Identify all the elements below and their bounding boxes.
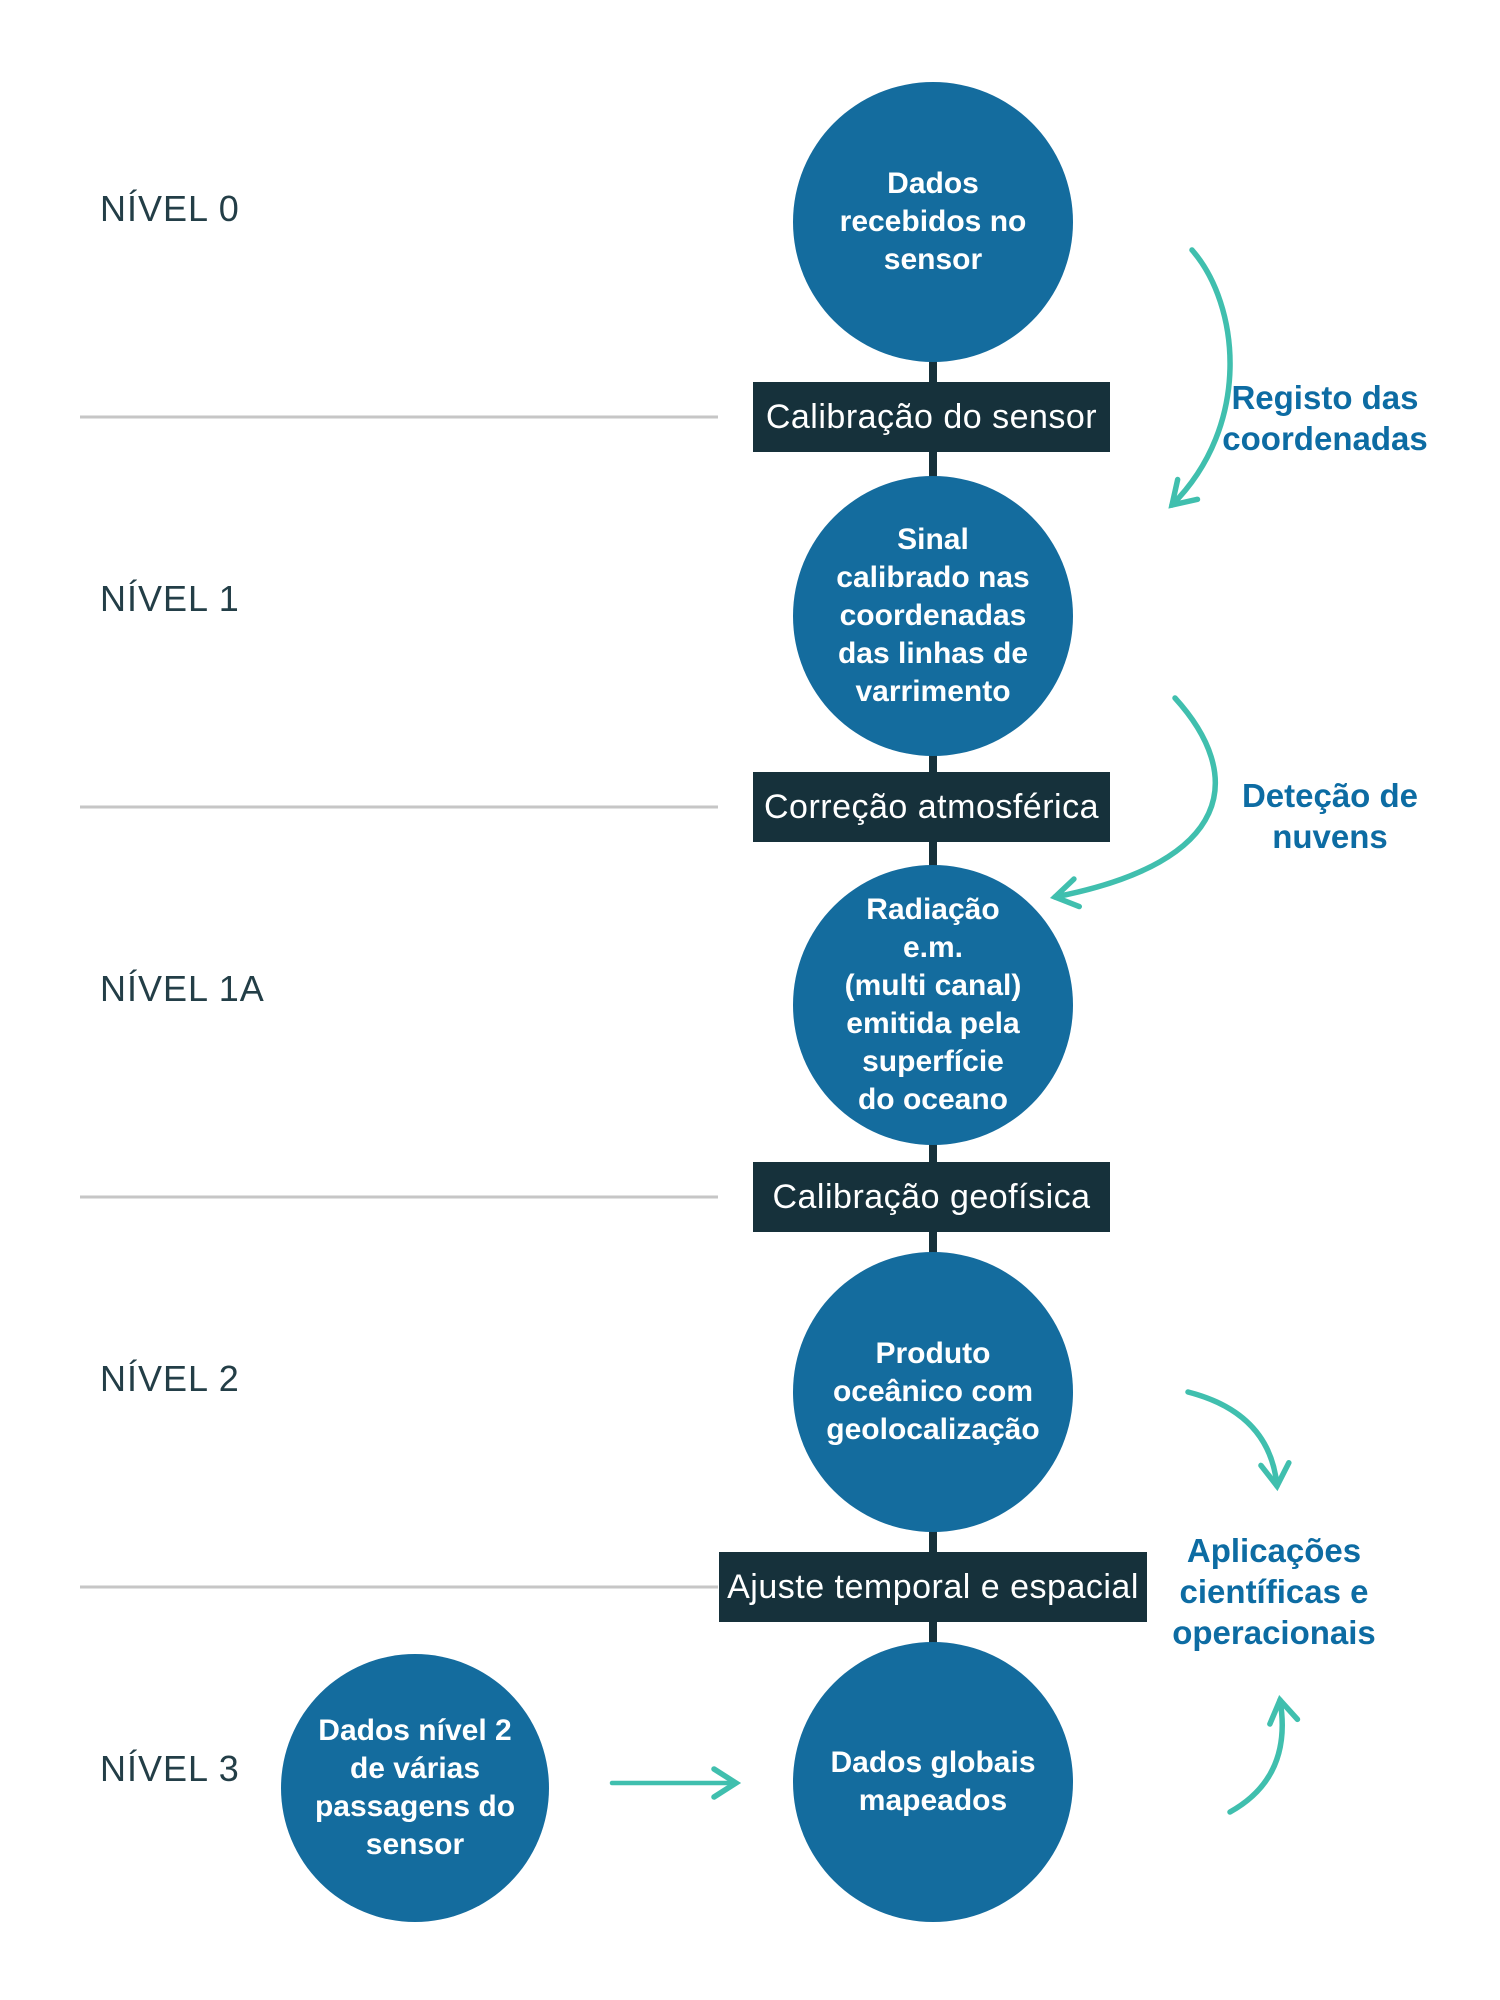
process-box-ajuste-temporal-espacial: Ajuste temporal e espacial [719, 1552, 1147, 1622]
node-nivel-3-dados-varias-passagens: Dados nível 2 de várias passagens do sen… [281, 1654, 549, 1922]
annotation-aplicacoes: Aplicações científicas e operacionais [1172, 1532, 1376, 1651]
node-nivel-1-sinal-calibrado: Sinal calibrado nas coordenadas das linh… [793, 476, 1073, 756]
aplicacoes-down-arrow [1185, 1389, 1292, 1492]
process-box-calibracao-geofisica: Calibração geofísica [753, 1162, 1110, 1232]
annotation-registo-coordenadas: Registo das coordenadas [1222, 379, 1428, 457]
level-label-nivel-0: NÍVEL 0 [100, 188, 240, 229]
process-box-calibracao-sensor: Calibração do sensor [753, 382, 1110, 452]
detecao-nuvens-arrow [1049, 695, 1218, 910]
process-box-correcao-atmosferica: Correção atmosférica [753, 772, 1110, 842]
level-label-nivel-1a: NÍVEL 1A [100, 968, 265, 1009]
level-label-nivel-2: NÍVEL 2 [100, 1358, 240, 1399]
node-nivel-0-dados-recebidos: Dados recebidos no sensor [793, 82, 1073, 362]
annotation-detecao-nuvens: Deteção de nuvens [1241, 777, 1419, 855]
level-label-nivel-3: NÍVEL 3 [100, 1748, 240, 1789]
level-label-nivel-1: NÍVEL 1 [100, 578, 240, 619]
registo-coordenadas-arrow [1168, 247, 1233, 509]
aplicacoes-up-arrow [1227, 1694, 1301, 1815]
node-nivel-1a-radiacao-em: Radiação e.m. (multi canal) emitida pela… [793, 865, 1073, 1145]
node-nivel-3-dados-globais: Dados globais mapeados [793, 1642, 1073, 1922]
node-nivel-2-produto-oceanico: Produto oceânico com geolocalização [793, 1252, 1073, 1532]
